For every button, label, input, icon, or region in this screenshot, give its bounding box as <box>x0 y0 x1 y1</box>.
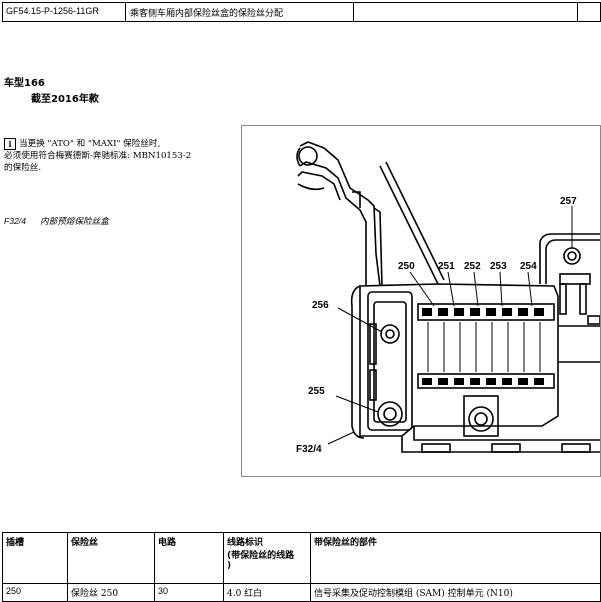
cell-slot: 250 <box>2 583 68 602</box>
doc-title: 乘客侧车厢内部保险丝盒的保险丝分配 <box>126 3 354 21</box>
table-header-row: 插槽 保险丝 电路 线路标识 (带保险丝的线路 ) 带保险丝的部件 <box>2 532 601 584</box>
label-252: 252 <box>464 261 481 272</box>
table-row: 250 保险丝 250 30 4.0 红白 信号采集及促动控制模组 (SAM) … <box>2 583 601 602</box>
label-254: 254 <box>520 261 537 272</box>
label-257: 257 <box>560 196 577 207</box>
fuse-box-drawing: 250 251 252 253 254 256 255 257 F32/4 <box>296 141 600 455</box>
col-wire: 线路标识 (带保险丝的线路 ) <box>223 532 311 584</box>
note-line-3: 的保险丝. <box>4 163 42 173</box>
cell-component: 信号采集及促动控制模组 (SAM) 控制单元 (N10) <box>310 583 601 602</box>
note-line-2: 必须使用符合梅赛德斯-奔驰标准: MBN10153-2 <box>4 151 192 161</box>
doc-id: GF54.15-P-1256-11GR <box>3 3 126 21</box>
header-end-cell <box>578 3 600 21</box>
col-component: 带保险丝的部件 <box>310 532 601 584</box>
cell-fuse: 保险丝 250 <box>67 583 155 602</box>
figure-title: 内部预熔保险丝盒 <box>39 217 109 227</box>
vehicle-model: 车型166 <box>4 78 45 89</box>
label-255: 255 <box>308 386 325 397</box>
fuse-table: 插槽 保险丝 电路 线路标识 (带保险丝的线路 ) 带保险丝的部件 250 保险… <box>2 532 601 602</box>
col-slot: 插槽 <box>2 532 68 584</box>
model-year: 截至2016年款 <box>31 94 99 105</box>
figure-code: F32/4 <box>4 216 26 226</box>
cell-wire: 4.0 红白 <box>223 583 311 602</box>
header-empty-cell <box>354 3 578 21</box>
col-fuse: 保险丝 <box>67 532 155 584</box>
col-circuit: 电路 <box>154 532 224 584</box>
label-251: 251 <box>438 261 455 272</box>
document-header: GF54.15-P-1256-11GR 乘客侧车厢内部保险丝盒的保险丝分配 <box>2 2 601 22</box>
label-256: 256 <box>312 300 329 311</box>
cell-circuit: 30 <box>154 583 224 602</box>
note-line-1: 当更换 "ATO" 和 "MAXI" 保险丝时, <box>19 139 161 149</box>
info-icon: i <box>4 138 16 150</box>
fuse-box-figure: 250 251 252 253 254 256 255 257 F32/4 <box>241 125 601 477</box>
label-250: 250 <box>398 261 415 272</box>
figure-caption: F32/4 内部预熔保险丝盒 <box>4 215 109 227</box>
label-253: 253 <box>490 261 507 272</box>
label-f32-4: F32/4 <box>296 444 322 455</box>
